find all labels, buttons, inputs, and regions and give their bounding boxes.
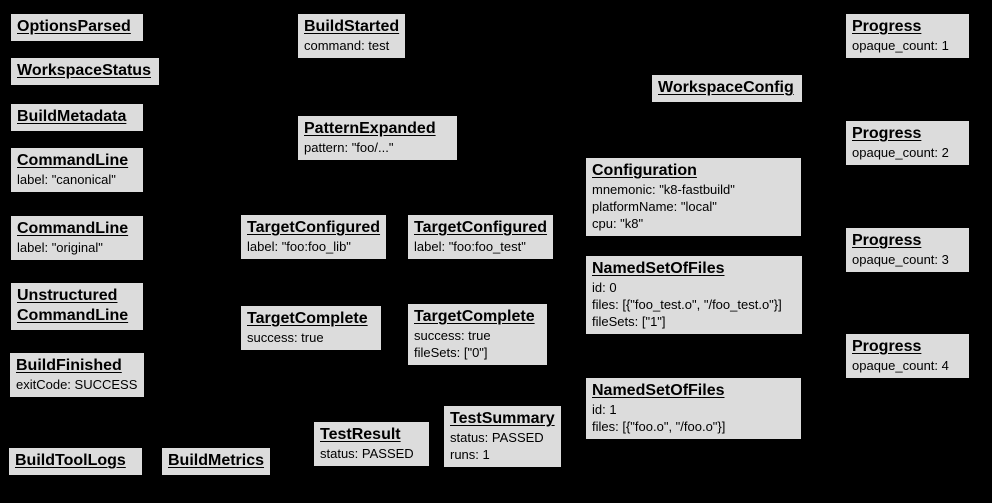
node-title: Progress bbox=[852, 125, 922, 142]
node-named-set-of-files-1: NamedSetOfFiles id: 1 files: [{"foo.o", … bbox=[585, 377, 802, 440]
node-test-summary: TestSummary status: PASSED runs: 1 bbox=[443, 405, 562, 468]
node-command-line-canonical: CommandLine label: "canonical" bbox=[10, 147, 144, 193]
node-field: runs: 1 bbox=[450, 447, 490, 462]
node-title: OptionsParsed bbox=[17, 18, 131, 35]
node-target-complete-foo-test: TargetComplete success: true fileSets: [… bbox=[407, 303, 548, 366]
node-title: CommandLine bbox=[17, 220, 129, 237]
node-field: opaque_count: 1 bbox=[852, 38, 949, 53]
node-build-started: BuildStarted command: test bbox=[297, 13, 407, 59]
node-title: TargetComplete bbox=[247, 310, 368, 327]
node-build-metadata: BuildMetadata bbox=[10, 103, 144, 132]
node-title: Progress bbox=[852, 232, 922, 249]
node-field: command: test bbox=[304, 38, 390, 53]
node-progress-3: Progress opaque_count: 3 bbox=[845, 227, 970, 273]
node-title: BuildMetrics bbox=[168, 452, 265, 469]
node-title: WorkspaceConfig bbox=[658, 79, 794, 96]
node-field: files: [{"foo_test.o", "/foo_test.o"}] bbox=[592, 297, 782, 312]
node-field: pattern: "foo/..." bbox=[304, 140, 394, 155]
node-field: opaque_count: 4 bbox=[852, 358, 949, 373]
node-field: id: 1 bbox=[592, 402, 617, 417]
node-title: TargetConfigured bbox=[414, 219, 548, 236]
node-field: label: "canonical" bbox=[17, 172, 116, 187]
node-title: TestResult bbox=[320, 426, 401, 443]
node-field: fileSets: ["1"] bbox=[592, 314, 666, 329]
node-title: TargetConfigured bbox=[247, 219, 381, 236]
node-title: PatternExpanded bbox=[304, 120, 436, 137]
node-target-configured-foo-test: TargetConfigured label: "foo:foo_test" bbox=[407, 214, 555, 260]
node-title: WorkspaceStatus bbox=[17, 62, 151, 79]
node-field: opaque_count: 3 bbox=[852, 252, 949, 267]
node-field: success: true bbox=[247, 330, 324, 345]
node-build-tool-logs: BuildToolLogs bbox=[8, 447, 143, 476]
node-field: files: [{"foo.o", "/foo.o"}] bbox=[592, 419, 726, 434]
node-field: platformName: "local" bbox=[592, 199, 717, 214]
node-field: opaque_count: 2 bbox=[852, 145, 949, 160]
node-workspace-status: WorkspaceStatus bbox=[10, 57, 160, 86]
node-title: TargetComplete bbox=[414, 308, 535, 325]
node-field: id: 0 bbox=[592, 280, 617, 295]
node-title: BuildFinished bbox=[16, 357, 122, 374]
node-title: BuildMetadata bbox=[17, 108, 127, 125]
node-build-metrics: BuildMetrics bbox=[161, 447, 272, 476]
node-options-parsed: OptionsParsed bbox=[10, 13, 144, 42]
node-field: status: PASSED bbox=[320, 446, 414, 461]
node-workspace-config: WorkspaceConfig bbox=[651, 74, 803, 103]
node-field: success: true bbox=[414, 328, 491, 343]
node-command-line-original: CommandLine label: "original" bbox=[10, 215, 144, 261]
node-configuration: Configuration mnemonic: "k8-fastbuild" p… bbox=[585, 157, 802, 237]
node-build-finished: BuildFinished exitCode: SUCCESS bbox=[9, 352, 145, 398]
node-field: fileSets: ["0"] bbox=[414, 345, 488, 360]
node-field: exitCode: SUCCESS bbox=[16, 377, 138, 392]
node-test-result: TestResult status: PASSED bbox=[313, 421, 430, 467]
node-title: TestSummary bbox=[450, 410, 555, 427]
node-title: NamedSetOfFiles bbox=[592, 382, 725, 399]
node-title: NamedSetOfFiles bbox=[592, 260, 725, 277]
node-field: cpu: "k8" bbox=[592, 216, 644, 231]
node-target-complete-foo-lib: TargetComplete success: true bbox=[240, 305, 382, 351]
node-title: Unstructured CommandLine bbox=[17, 287, 129, 324]
node-field: mnemonic: "k8-fastbuild" bbox=[592, 182, 735, 197]
node-progress-4: Progress opaque_count: 4 bbox=[845, 333, 970, 379]
node-field: label: "foo:foo_test" bbox=[414, 239, 526, 254]
node-progress-2: Progress opaque_count: 2 bbox=[845, 120, 970, 166]
node-title: BuildToolLogs bbox=[15, 452, 126, 469]
node-unstructured-command-line: Unstructured CommandLine bbox=[10, 282, 144, 331]
node-named-set-of-files-0: NamedSetOfFiles id: 0 files: [{"foo_test… bbox=[585, 255, 803, 335]
node-field: label: "original" bbox=[17, 240, 103, 255]
node-target-configured-foo-lib: TargetConfigured label: "foo:foo_lib" bbox=[240, 214, 388, 260]
node-title: Progress bbox=[852, 18, 922, 35]
node-progress-1: Progress opaque_count: 1 bbox=[845, 13, 970, 59]
node-title: BuildStarted bbox=[304, 18, 400, 35]
node-pattern-expanded: PatternExpanded pattern: "foo/..." bbox=[297, 115, 458, 161]
node-field: label: "foo:foo_lib" bbox=[247, 239, 351, 254]
node-title: CommandLine bbox=[17, 152, 129, 169]
node-field: status: PASSED bbox=[450, 430, 544, 445]
node-title: Progress bbox=[852, 338, 922, 355]
node-title: Configuration bbox=[592, 162, 697, 179]
